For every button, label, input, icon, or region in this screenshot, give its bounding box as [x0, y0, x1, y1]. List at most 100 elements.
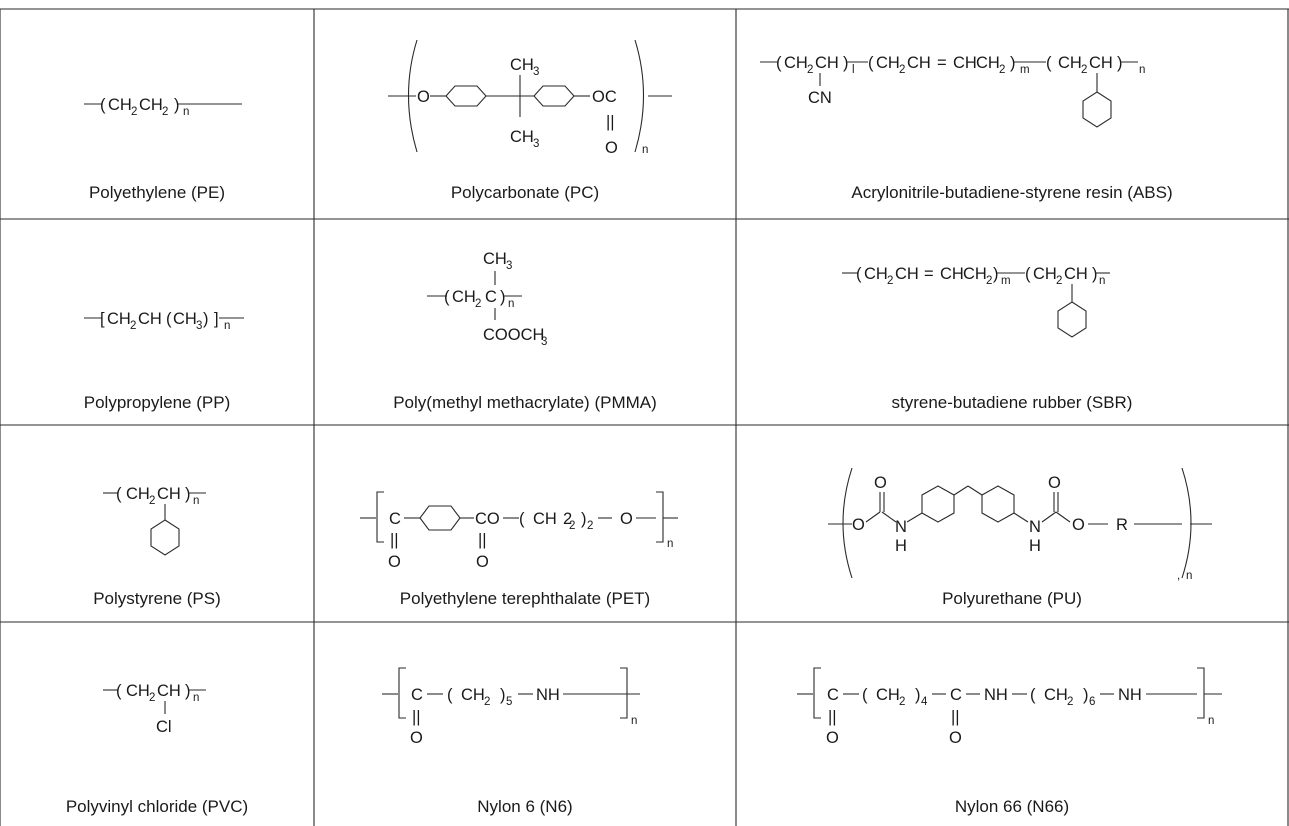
svg-text:CH: CH	[108, 96, 132, 114]
svg-text:): )	[500, 686, 506, 704]
svg-text:n: n	[631, 715, 637, 727]
svg-text:): )	[203, 310, 209, 328]
svg-text:2: 2	[563, 510, 572, 528]
svg-text:(: (	[868, 54, 874, 72]
svg-text:O: O	[417, 88, 430, 106]
svg-text:CH: CH	[483, 250, 507, 268]
svg-text:||: ||	[606, 113, 615, 131]
svg-text:CH: CH	[784, 54, 808, 72]
svg-text:CN: CN	[808, 89, 832, 107]
name-pvc: Polyvinyl chloride (PVC)	[66, 797, 248, 816]
svg-text:(: (	[444, 288, 450, 306]
benzene-ring-icon	[419, 505, 461, 531]
svg-text:CH: CH	[139, 96, 163, 114]
svg-text:n: n	[224, 320, 230, 332]
svg-text:(: (	[776, 54, 782, 72]
svg-text:O: O	[852, 516, 865, 534]
svg-text:3: 3	[533, 138, 539, 150]
svg-text:CH: CH	[1033, 265, 1057, 283]
svg-text:2: 2	[1056, 275, 1062, 287]
svg-text:2: 2	[130, 320, 136, 332]
svg-text:=: =	[924, 265, 934, 283]
benzene-ring-icon	[921, 485, 955, 523]
svg-text:CH: CH	[107, 310, 131, 328]
svg-text:n: n	[193, 692, 199, 704]
svg-text:CH: CH	[907, 54, 931, 72]
svg-text:H: H	[895, 537, 907, 555]
svg-text:H: H	[1029, 537, 1041, 555]
svg-text:2: 2	[899, 64, 905, 76]
svg-text:CH: CH	[864, 265, 888, 283]
svg-text:O: O	[949, 729, 962, 747]
svg-text:): )	[1010, 54, 1016, 72]
structure-pp: [ CH 2 CH ( CH 3 ) ] n	[84, 310, 244, 332]
svg-text:3: 3	[533, 66, 539, 78]
benzene-ring-icon	[533, 85, 575, 107]
svg-text:m: m	[1020, 64, 1030, 76]
svg-text:O: O	[1048, 474, 1061, 492]
svg-text:O: O	[605, 139, 618, 157]
structure-abs: ( CH 2 CH ) l CN ( CH 2 CH = CH CH 2 ) m…	[760, 54, 1145, 128]
svg-text:2: 2	[587, 520, 593, 532]
svg-text:2: 2	[899, 696, 905, 708]
svg-text:CH: CH	[452, 288, 476, 306]
svg-text:n: n	[183, 106, 189, 118]
svg-text:CH: CH	[1044, 686, 1068, 704]
svg-text:NH: NH	[984, 686, 1008, 704]
name-ps: Polystyrene (PS)	[93, 589, 221, 608]
name-pu: Polyurethane (PU)	[942, 589, 1082, 608]
svg-text:CH: CH	[815, 54, 839, 72]
svg-text:||: ||	[478, 531, 487, 549]
svg-text:(: (	[116, 682, 122, 700]
svg-text:): )	[993, 265, 999, 283]
svg-text:N: N	[1029, 518, 1041, 536]
svg-text:): )	[185, 485, 191, 503]
svg-text:m: m	[1001, 275, 1011, 287]
svg-text:O: O	[826, 729, 839, 747]
svg-text:): )	[1117, 54, 1123, 72]
name-sbr: styrene-butadiene rubber (SBR)	[892, 393, 1133, 412]
svg-text:CH: CH	[1058, 54, 1082, 72]
svg-text:O: O	[874, 474, 887, 492]
svg-text:CH: CH	[157, 682, 181, 700]
svg-text:n: n	[1186, 570, 1192, 582]
structure-n6: C || O ( CH 2 ) 5 NH n	[382, 667, 640, 747]
structure-pe: ( CH 2 CH 2 ) n	[84, 96, 242, 118]
svg-text:||: ||	[412, 708, 421, 726]
name-pp: Polypropylene (PP)	[84, 393, 230, 412]
name-abs: Acrylonitrile-butadiene-styrene resin (A…	[851, 183, 1172, 202]
svg-text:2: 2	[162, 106, 168, 118]
svg-text:C: C	[485, 288, 497, 306]
benzene-ring-icon	[445, 85, 487, 107]
svg-text:CH: CH	[876, 686, 900, 704]
svg-text:3: 3	[506, 260, 512, 272]
svg-text:): )	[174, 96, 180, 114]
svg-text:3: 3	[196, 320, 202, 332]
structure-pu: O O N H N H O O R , n	[828, 467, 1212, 582]
svg-text:O: O	[388, 553, 401, 571]
svg-text:OC: OC	[592, 88, 617, 106]
structure-pet: C || O CO || O ( CH 2 2 ) 2 O n	[360, 491, 678, 571]
svg-text:||: ||	[828, 708, 837, 726]
name-pet: Polyethylene terephthalate (PET)	[400, 589, 650, 608]
svg-text:CH: CH	[1064, 265, 1088, 283]
svg-text:C: C	[389, 510, 401, 528]
svg-text:CH: CH	[876, 54, 900, 72]
svg-text:(: (	[1030, 686, 1036, 704]
svg-text:CH: CH	[126, 682, 150, 700]
svg-text:2: 2	[1081, 64, 1087, 76]
table-grid-lines	[0, 8, 1289, 826]
svg-text:CH: CH	[940, 265, 964, 283]
svg-text:n: n	[508, 298, 514, 310]
name-pe: Polyethylene (PE)	[89, 183, 225, 202]
svg-text:NH: NH	[1118, 686, 1142, 704]
svg-text:CH: CH	[138, 310, 162, 328]
svg-text:): )	[1083, 686, 1089, 704]
structure-n66: C || O ( CH 2 ) 4 C || O NH ( CH 2 ) 6 N…	[797, 667, 1222, 747]
svg-text:): )	[843, 54, 849, 72]
svg-text:CH: CH	[953, 54, 977, 72]
svg-text:COOCH: COOCH	[483, 326, 544, 344]
svg-text:CH: CH	[895, 265, 919, 283]
svg-text:Cl: Cl	[156, 718, 172, 736]
